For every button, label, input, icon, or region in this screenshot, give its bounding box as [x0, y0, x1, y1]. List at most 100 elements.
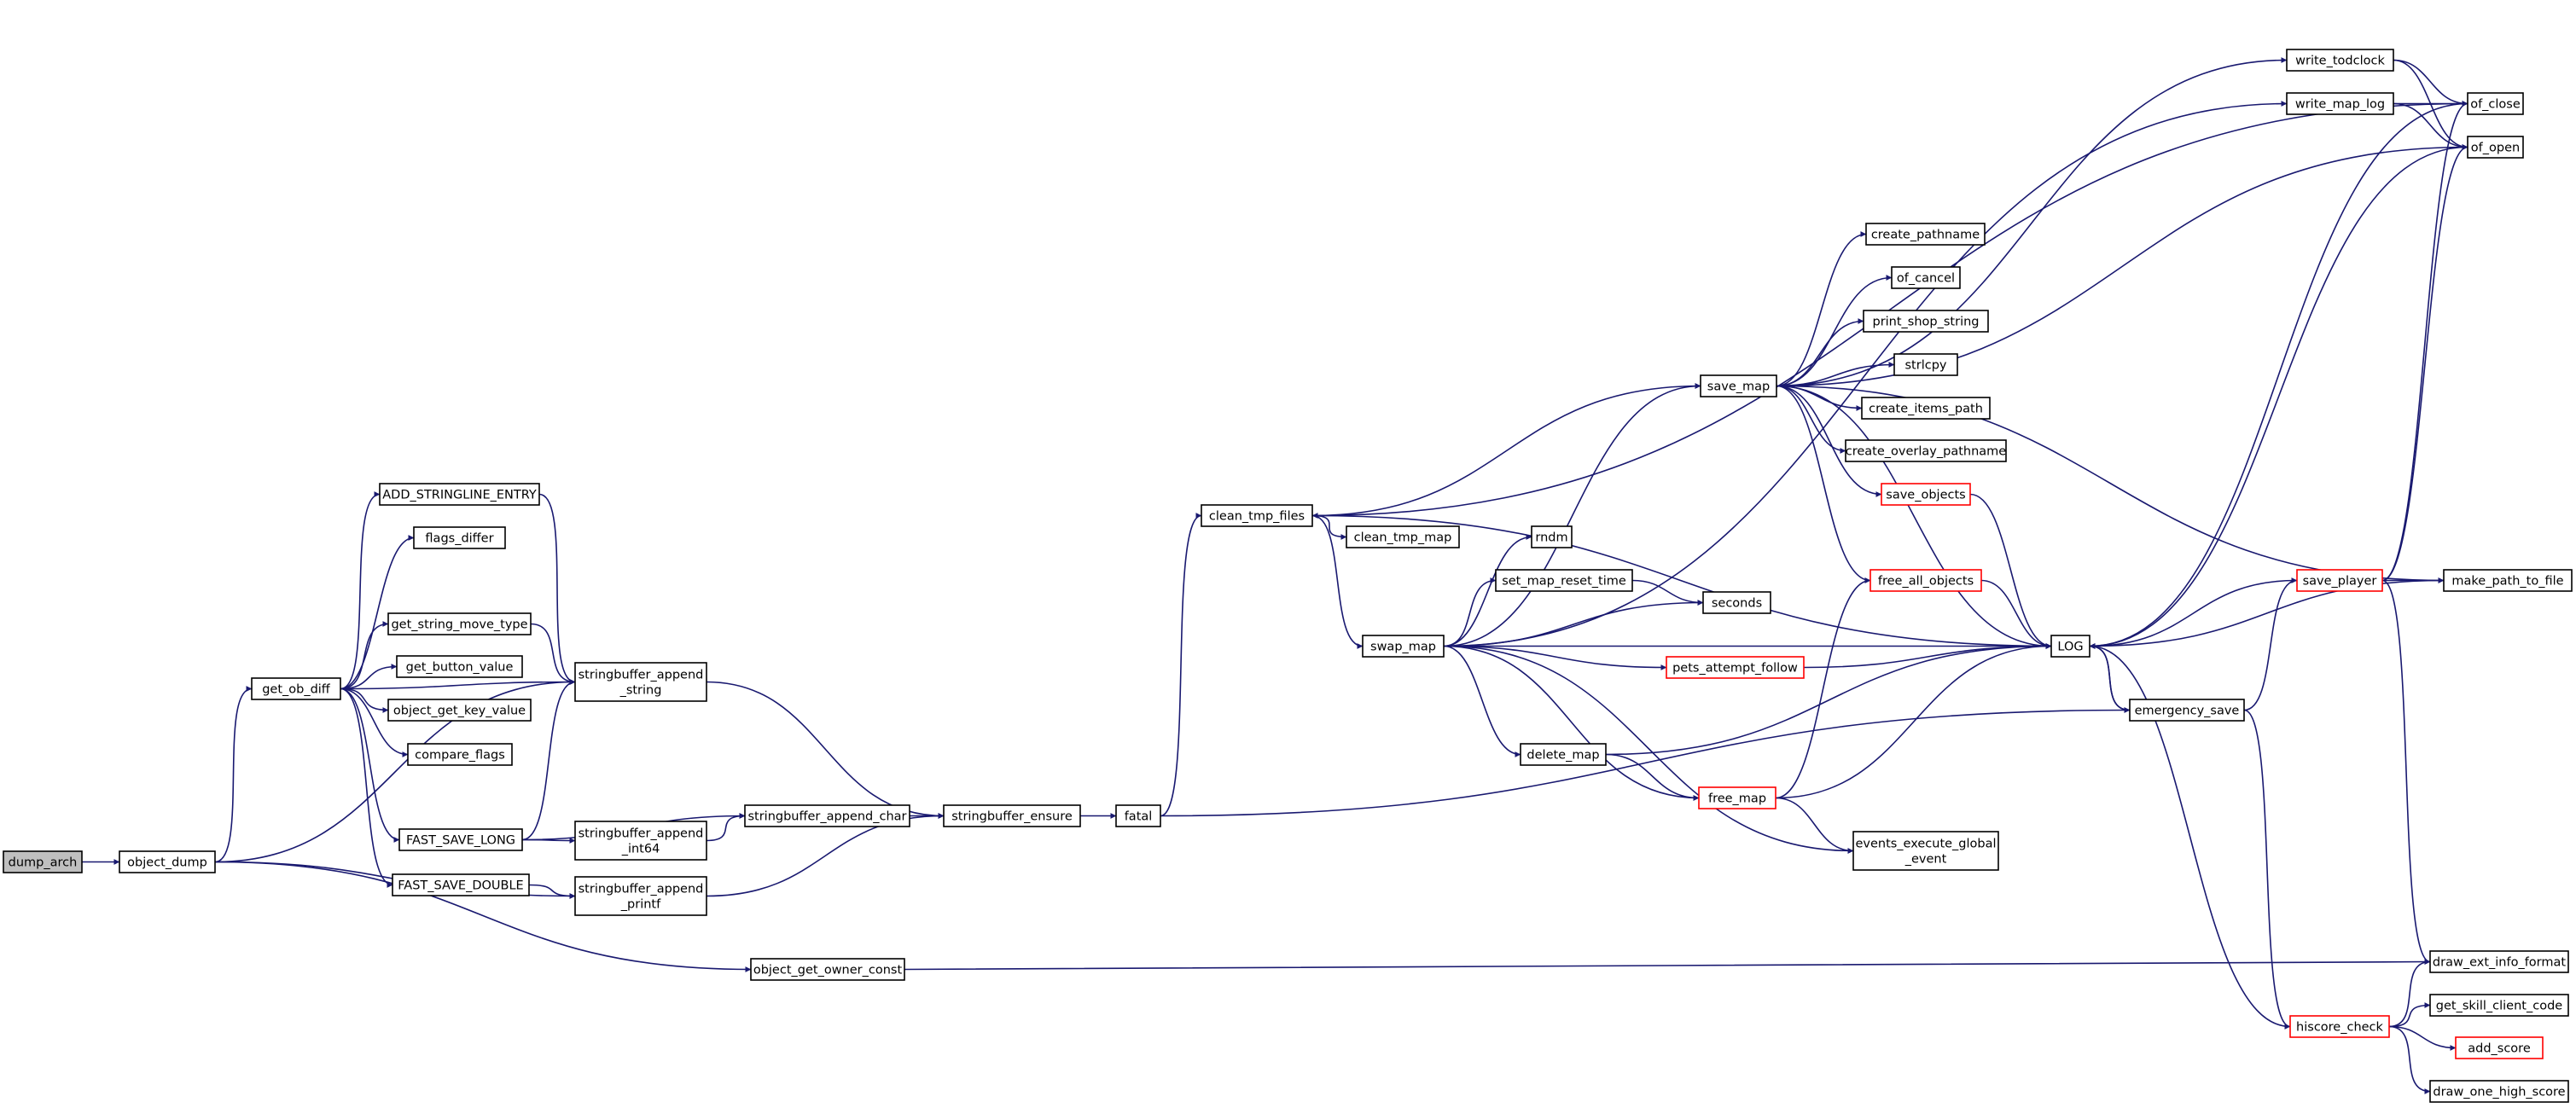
node-box: [744, 804, 910, 827]
node-fatal[interactable]: fatal: [1115, 804, 1161, 827]
node-sb_append_int64[interactable]: stringbuffer_append _int64: [574, 821, 707, 861]
node-rndm[interactable]: rndm: [1531, 525, 1573, 548]
node-get_skill_client_code[interactable]: get_skill_client_code: [2429, 994, 2569, 1017]
node-draw_ext_info_format[interactable]: draw_ext_info_format: [2429, 950, 2569, 973]
node-draw_one_high_score[interactable]: draw_one_high_score: [2429, 1080, 2569, 1103]
node-object_dump[interactable]: object_dump: [119, 850, 216, 873]
node-object_get_owner_const[interactable]: object_get_owner_const: [750, 958, 905, 981]
node-box: [2296, 569, 2383, 592]
edge-emergency_save-to-hiscore_check: [2243, 709, 2291, 1030]
edge-fatal-to-emergency_save: [1160, 707, 2131, 817]
node-box: [1666, 656, 1805, 679]
node-write_map_log[interactable]: write_map_log: [2286, 92, 2394, 115]
node-get_ob_diff[interactable]: get_ob_diff: [251, 677, 341, 700]
node-free_all_objects[interactable]: free_all_objects: [1869, 569, 1982, 592]
edge-clean_tmp_files-to-swap_map: [1311, 514, 1364, 649]
node-sb_ensure[interactable]: stringbuffer_ensure: [943, 804, 1081, 827]
node-seconds[interactable]: seconds: [1702, 591, 1771, 614]
edge-clean_tmp_files-to-clean_tmp_map: [1311, 514, 1347, 540]
node-label: object_dump: [127, 856, 207, 870]
node-of_open[interactable]: of_open: [2467, 136, 2524, 159]
node-get_string_move_type[interactable]: get_string_move_type: [387, 612, 532, 635]
node-create_pathname[interactable]: create_pathname: [1865, 223, 1986, 246]
node-sb_append_string[interactable]: stringbuffer_append_string: [574, 662, 707, 702]
edge-save_map-to-create_pathname: [1776, 231, 1867, 387]
edge-save_player-to-draw_ext_info_format: [2381, 579, 2431, 965]
node-label: pets_attempt_follow: [1672, 662, 1798, 676]
node-write_todclock[interactable]: write_todclock: [2286, 49, 2394, 72]
node-box: [2429, 950, 2569, 973]
node-pets_attempt_follow[interactable]: pets_attempt_follow: [1666, 656, 1805, 679]
node-clean_tmp_map[interactable]: clean_tmp_map: [1346, 525, 1460, 548]
node-FAST_SAVE_DOUBLE[interactable]: FAST_SAVE_DOUBLE: [392, 873, 530, 896]
node-box: [1869, 569, 1982, 592]
node-label: seconds: [1712, 597, 1762, 611]
node-box: [1893, 353, 1958, 376]
node-clean_tmp_files[interactable]: clean_tmp_files: [1201, 504, 1313, 527]
node-events_execute_global_event[interactable]: events_execute_global_event: [1852, 831, 1999, 871]
node-box: [407, 743, 513, 766]
node-object_get_key_value[interactable]: object_get_key_value: [387, 699, 532, 722]
node-label: _int64: [621, 843, 660, 856]
node-make_path_to_file[interactable]: make_path_to_file: [2443, 569, 2573, 592]
node-FAST_SAVE_LONG[interactable]: FAST_SAVE_LONG: [398, 828, 523, 851]
node-label: draw_ext_info_format: [2433, 956, 2566, 970]
node-emergency_save[interactable]: emergency_save: [2129, 699, 2245, 722]
edge-emergency_save-to-save_player: [2243, 577, 2298, 711]
node-box: [1861, 397, 1991, 420]
node-delete_map[interactable]: delete_map: [1520, 743, 1607, 766]
node-label: save_objects: [1886, 489, 1965, 502]
edge-save_objects-to-LOG: [1969, 493, 2052, 649]
node-box: [387, 699, 532, 722]
node-compare_flags[interactable]: compare_flags: [407, 743, 513, 766]
node-flags_differ[interactable]: flags_differ: [413, 526, 506, 549]
node-of_close[interactable]: of_close: [2467, 92, 2524, 115]
node-label: free_all_objects: [1878, 575, 1974, 589]
edge-clean_tmp_files-to-save_map: [1311, 383, 1701, 517]
node-box: [379, 483, 540, 506]
node-box: [2050, 635, 2090, 658]
edge-hiscore_check-to-draw_one_high_score: [2388, 1025, 2431, 1094]
node-label: stringbuffer_append: [579, 669, 704, 682]
node-box: [1863, 310, 1989, 333]
node-sb_append_char[interactable]: stringbuffer_append_char: [744, 804, 910, 827]
node-sb_append_printf[interactable]: stringbuffer_append_printf: [574, 876, 707, 916]
node-label: ADD_STRINGLINE_ENTRY: [382, 489, 537, 502]
node-box: [943, 804, 1081, 827]
node-ADD_STRINGLINE_ENTRY[interactable]: ADD_STRINGLINE_ENTRY: [379, 483, 540, 506]
node-print_shop_string[interactable]: print_shop_string: [1863, 310, 1989, 333]
node-label: stringbuffer_append: [579, 827, 704, 841]
node-dump_arch[interactable]: dump_arch: [3, 850, 83, 873]
node-label: create_items_path: [1869, 403, 1983, 416]
node-get_button_value[interactable]: get_button_value: [396, 655, 523, 678]
edge-hiscore_check-to-draw_ext_info_format: [2388, 959, 2431, 1028]
node-label: strlcpy: [1905, 359, 1947, 373]
node-label: object_get_owner_const: [753, 964, 903, 977]
node-label: write_map_log: [2295, 98, 2385, 112]
node-add_score[interactable]: add_score: [2455, 1036, 2544, 1059]
node-save_player[interactable]: save_player: [2296, 569, 2383, 592]
node-LOG[interactable]: LOG: [2050, 635, 2090, 658]
edge-get_ob_diff-to-flags_differ: [340, 535, 415, 690]
node-label: of_cancel: [1897, 272, 1955, 286]
node-box: [2429, 994, 2569, 1017]
edge-FAST_SAVE_LONG-to-sb_append_string: [521, 679, 576, 841]
node-set_map_reset_time[interactable]: set_map_reset_time: [1495, 569, 1633, 592]
node-create_items_path[interactable]: create_items_path: [1861, 397, 1991, 420]
node-of_cancel[interactable]: of_cancel: [1891, 266, 1961, 289]
edge-swap_map-to-seconds: [1443, 600, 1704, 647]
edge-swap_map-to-free_map: [1443, 645, 1700, 801]
node-label: add_score: [2468, 1042, 2531, 1056]
node-swap_map[interactable]: swap_map: [1362, 635, 1445, 658]
node-strlcpy[interactable]: strlcpy: [1893, 353, 1958, 376]
node-label: create_pathname: [1871, 229, 1980, 242]
node-create_overlay_pathname[interactable]: create_overlay_pathname: [1845, 439, 2007, 462]
node-save_map[interactable]: save_map: [1700, 374, 1777, 397]
node-free_map[interactable]: free_map: [1698, 786, 1776, 809]
node-box: [392, 873, 530, 896]
node-label: write_todclock: [2295, 55, 2385, 68]
node-box: [387, 612, 532, 635]
node-label: get_skill_client_code: [2436, 1000, 2562, 1013]
node-hiscore_check[interactable]: hiscore_check: [2289, 1015, 2390, 1038]
node-save_objects[interactable]: save_objects: [1881, 483, 1971, 506]
